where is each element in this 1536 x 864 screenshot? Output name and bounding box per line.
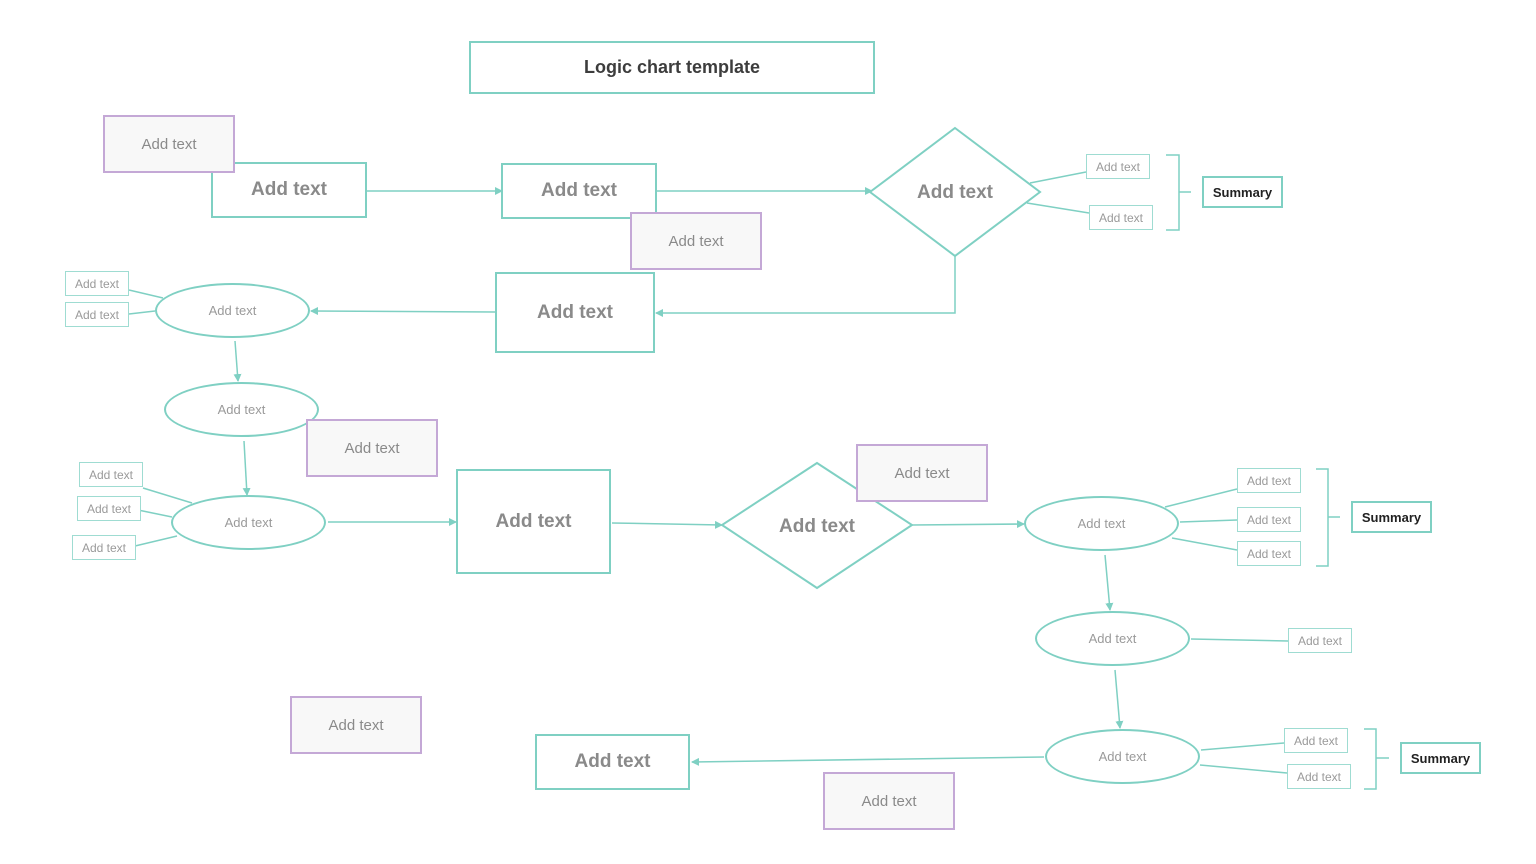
ellipse-node-right-3[interactable]: Add text xyxy=(1045,729,1200,784)
summary-box-3[interactable]: Summary xyxy=(1400,742,1481,774)
connector xyxy=(1114,669,1124,729)
side-label[interactable]: Add text xyxy=(1284,728,1348,753)
summary-box-1[interactable]: Summary xyxy=(1202,176,1283,208)
connector xyxy=(611,520,723,529)
note-box-top-left[interactable]: Add text xyxy=(103,115,235,173)
side-label[interactable]: Add text xyxy=(1237,541,1301,566)
connector xyxy=(911,520,1025,529)
side-label[interactable]: Add text xyxy=(1086,154,1150,179)
ellipse-node-left-2[interactable]: Add text xyxy=(164,382,319,437)
process-box-top-left[interactable]: Add text xyxy=(211,162,367,218)
side-label[interactable]: Add text xyxy=(1237,468,1301,493)
side-label[interactable]: Add text xyxy=(1288,628,1352,653)
note-box-left-mid[interactable]: Add text xyxy=(306,419,438,477)
side-label[interactable]: Add text xyxy=(72,535,136,560)
summary-box-2[interactable]: Summary xyxy=(1351,501,1432,533)
note-box-top-mid[interactable]: Add text xyxy=(630,212,762,270)
connector xyxy=(242,440,251,496)
note-box-bottom-left[interactable]: Add text xyxy=(290,696,422,754)
ellipse-node-right-2[interactable]: Add text xyxy=(1035,611,1190,666)
side-label[interactable]: Add text xyxy=(65,271,129,296)
side-label[interactable]: Add text xyxy=(77,496,141,521)
side-label[interactable]: Add text xyxy=(1237,507,1301,532)
connector xyxy=(310,307,496,316)
connector xyxy=(233,340,242,382)
connector xyxy=(655,256,956,317)
note-box-middle[interactable]: Add text xyxy=(856,444,988,502)
page-title: Logic chart template xyxy=(469,41,875,94)
connector xyxy=(1104,554,1114,611)
process-box-bottom[interactable]: Add text xyxy=(535,734,690,790)
process-box-second-row[interactable]: Add text xyxy=(495,272,655,353)
side-label[interactable]: Add text xyxy=(1089,205,1153,230)
ellipse-node-right-1[interactable]: Add text xyxy=(1024,496,1179,551)
process-box-top-mid[interactable]: Add text xyxy=(501,163,657,219)
side-label[interactable]: Add text xyxy=(1287,764,1351,789)
process-box-middle[interactable]: Add text xyxy=(456,469,611,574)
side-label[interactable]: Add text xyxy=(79,462,143,487)
side-label[interactable]: Add text xyxy=(65,302,129,327)
ellipse-node-left-3[interactable]: Add text xyxy=(171,495,326,550)
connector xyxy=(691,756,1045,766)
note-box-bottom-mid[interactable]: Add text xyxy=(823,772,955,830)
decision-diamond-top xyxy=(868,126,1042,258)
decision-label-middle[interactable]: Add text xyxy=(779,516,855,537)
decision-label-top[interactable]: Add text xyxy=(917,182,993,203)
ellipse-node-left-1[interactable]: Add text xyxy=(155,283,310,338)
